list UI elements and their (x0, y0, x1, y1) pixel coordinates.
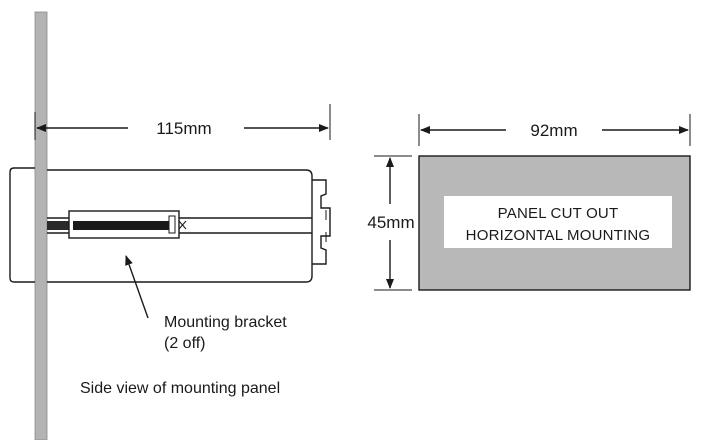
panel-wall (34, 11, 48, 440)
cutout-label-box (444, 196, 672, 248)
side-view: 115mm Mounting bracket (2 off) Side view… (9, 11, 331, 440)
rear-connector (312, 179, 331, 265)
cutout-title-line2: HORIZONTAL MOUNTING (466, 227, 651, 244)
bracket-label-line2: (2 off) (164, 335, 206, 352)
cutout-title-line1: PANEL CUT OUT (498, 205, 619, 222)
width-label-115: 115mm (156, 119, 211, 138)
width-label-92: 92mm (530, 121, 577, 140)
instrument-housing (47, 169, 313, 283)
bracket-leader (125, 255, 149, 319)
height-label-45: 45mm (367, 213, 414, 232)
bracket-label-line1: Mounting bracket (164, 314, 287, 331)
panel-cutout-view: 92mm 45mm PANEL CUT OUT HORIZONTAL MOUNT… (367, 114, 691, 291)
height-dimension-45 (374, 155, 412, 291)
mounting-bracket (47, 210, 312, 239)
width-dimension-115 (34, 104, 331, 140)
side-view-caption: Side view of mounting panel (80, 380, 280, 397)
front-bezel (9, 167, 35, 283)
width-dimension-92 (418, 114, 691, 146)
